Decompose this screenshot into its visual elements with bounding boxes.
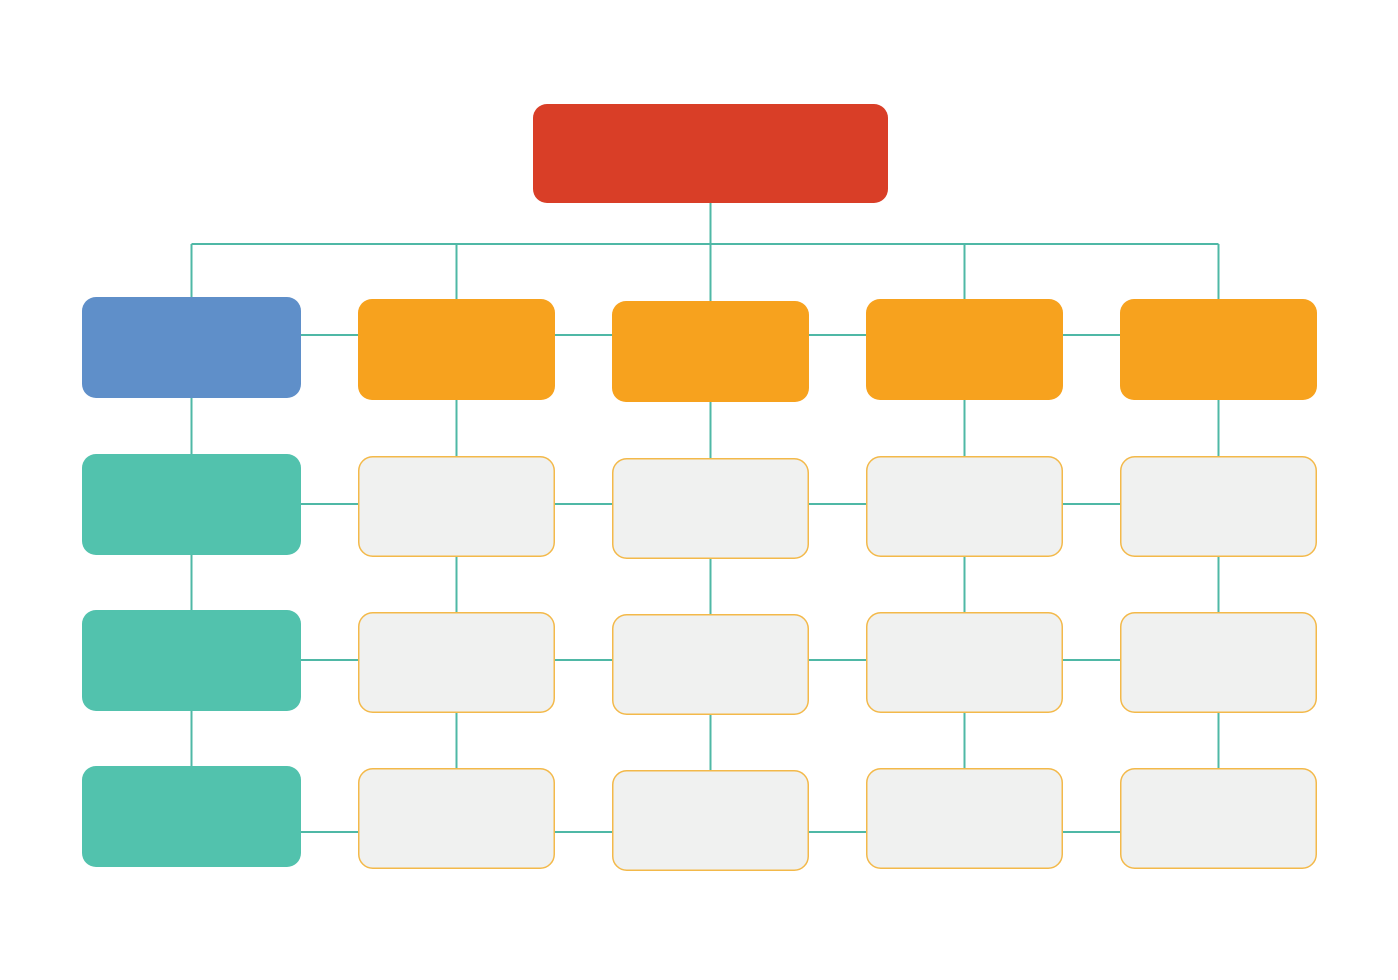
column-2-item-3-node-shape <box>358 768 555 869</box>
column-1-item-2-node-shape <box>82 610 301 711</box>
column-1-item-1-node <box>82 454 301 555</box>
column-3-item-3-node-shape <box>612 770 809 871</box>
column-1-header-node <box>82 297 301 398</box>
column-2-item-2-node-shape <box>358 612 555 713</box>
column-4-item-2-node-shape <box>866 612 1063 713</box>
column-5-item-1-node <box>1120 456 1317 557</box>
column-1-item-3-node-shape <box>82 766 301 867</box>
column-5-item-2-node <box>1120 612 1317 713</box>
column-4-item-2-node <box>866 612 1063 713</box>
column-5-item-1-node-shape <box>1120 456 1317 557</box>
root-node-shape <box>533 104 888 203</box>
column-5-header-node <box>1120 299 1317 400</box>
column-1-item-3-node <box>82 766 301 867</box>
column-3-item-3-node <box>612 770 809 871</box>
column-5-item-3-node <box>1120 768 1317 869</box>
column-4-item-3-node-shape <box>866 768 1063 869</box>
column-3-item-1-node-shape <box>612 458 809 559</box>
column-4-header-node <box>866 299 1063 400</box>
column-1-item-1-node-shape <box>82 454 301 555</box>
column-4-header-node-shape <box>866 299 1063 400</box>
column-4-item-1-node <box>866 456 1063 557</box>
column-5-item-2-node-shape <box>1120 612 1317 713</box>
column-3-item-1-node <box>612 458 809 559</box>
column-1-header-node-shape <box>82 297 301 398</box>
column-5-header-node-shape <box>1120 299 1317 400</box>
column-2-item-3-node <box>358 768 555 869</box>
column-4-item-3-node <box>866 768 1063 869</box>
column-2-header-node <box>358 299 555 400</box>
nodes-layer <box>82 104 1317 871</box>
column-1-item-2-node <box>82 610 301 711</box>
column-2-item-1-node <box>358 456 555 557</box>
column-3-header-node-shape <box>612 301 809 402</box>
root-node <box>533 104 888 203</box>
column-4-item-1-node-shape <box>866 456 1063 557</box>
column-2-header-node-shape <box>358 299 555 400</box>
column-3-item-2-node-shape <box>612 614 809 715</box>
column-3-header-node <box>612 301 809 402</box>
column-2-item-1-node-shape <box>358 456 555 557</box>
column-5-item-3-node-shape <box>1120 768 1317 869</box>
column-3-item-2-node <box>612 614 809 715</box>
column-2-item-2-node <box>358 612 555 713</box>
